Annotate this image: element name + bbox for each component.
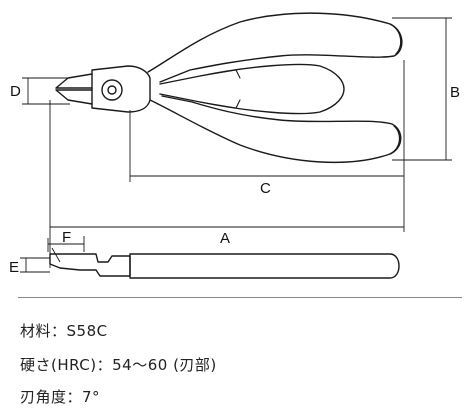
dim-label-f: F xyxy=(62,229,71,246)
side-view-handle xyxy=(129,253,400,279)
section-divider xyxy=(18,297,462,298)
dim-label-e: E xyxy=(9,259,19,276)
dim-label-a: A xyxy=(220,230,230,247)
pivot-screw xyxy=(101,79,123,101)
cutting-jaw-lower xyxy=(55,89,93,105)
pivot-body xyxy=(91,65,151,113)
return-spring xyxy=(159,63,345,115)
spec-material: 材料：S58C xyxy=(20,322,108,340)
side-view-head xyxy=(49,253,131,277)
cutting-jaw-upper xyxy=(55,73,93,89)
dim-label-c: C xyxy=(260,180,271,197)
spec-hardness: 硬さ(HRC)：54〜60 (刃部) xyxy=(20,356,217,374)
dim-label-b: B xyxy=(450,84,460,101)
lower-handle xyxy=(149,95,402,164)
upper-handle xyxy=(147,12,403,83)
dim-label-d: D xyxy=(10,83,21,100)
spec-blade-angle: 刃角度：7° xyxy=(20,388,101,406)
pliers-drawing: D B C A F E xyxy=(9,12,460,279)
